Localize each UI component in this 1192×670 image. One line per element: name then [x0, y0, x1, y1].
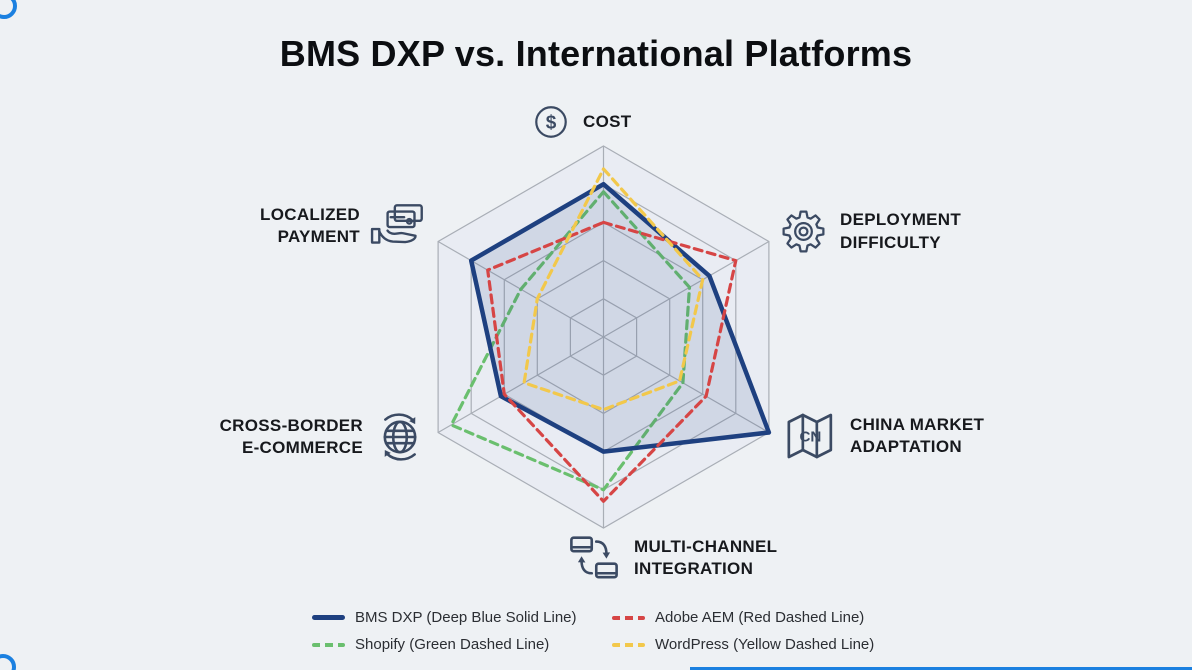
legend-swatch-dashed-yellow [612, 642, 645, 647]
axis-text: DIFFICULTY [840, 232, 941, 252]
dollar-circle-icon: $ [535, 106, 567, 138]
globe-sync-icon [383, 413, 417, 461]
bottom-edge-accent [690, 667, 1192, 670]
axis-text: PAYMENT [277, 227, 360, 246]
axis-label-deployment-difficulty: DEPLOYMENT DIFFICULTY [780, 208, 961, 255]
payment-hand-icon [370, 204, 423, 244]
legend-swatch-dashed-green [312, 642, 345, 647]
axis-text: CHINA MARKET [850, 414, 985, 434]
axis-label-multi-channel-integration: MULTI-CHANNEL INTEGRATION [568, 533, 777, 583]
axis-spoke-china-market-adaptation [603, 336, 770, 434]
chart-legend: BMS DXP (Deep Blue Solid Line) Adobe AEM… [312, 609, 880, 653]
axis-label-china-market-adaptation: CN CHINA MARKET ADAPTATION [783, 408, 984, 464]
legend-swatch-solid-blue [312, 614, 345, 621]
legend-item-shopify: Shopify (Green Dashed Line) [312, 636, 612, 653]
axis-spoke-deployment-difficulty [603, 240, 770, 338]
legend-label: BMS DXP (Deep Blue Solid Line) [355, 609, 577, 626]
sync-devices-icon [570, 536, 618, 579]
page-title: BMS DXP vs. International Platforms [279, 33, 913, 74]
legend-item-bms-dxp: BMS DXP (Deep Blue Solid Line) [312, 609, 612, 626]
series-polygon-shopify [449, 190, 692, 492]
legend-swatch-dashed-red [612, 615, 645, 620]
legend-label: Adobe AEM (Red Dashed Line) [655, 609, 865, 626]
axis-text: LOCALIZED [260, 204, 360, 224]
axis-text: E-COMMERCE [241, 438, 363, 457]
china-map-icon: CN [787, 413, 833, 459]
axis-text: MULTI-CHANNEL [634, 536, 778, 556]
axis-spoke-cross-border-ecommerce [437, 336, 604, 434]
legend-item-wordpress: WordPress (Yellow Dashed Line) [612, 636, 880, 653]
axis-label-cross-border-ecommerce: CROSS-BORDER E-COMMERCE [210, 410, 427, 464]
series-polygon-bms-dxp [468, 181, 772, 454]
svg-text:CN: CN [799, 428, 821, 445]
axis-text: DEPLOYMENT [840, 210, 962, 230]
axis-text: ADAPTATION [850, 437, 962, 456]
axis-text: COST [583, 111, 632, 131]
series-polygon-adobe-aem [486, 220, 738, 503]
axis-text: CROSS-BORDER [219, 415, 363, 435]
legend-label: Shopify (Green Dashed Line) [355, 636, 550, 653]
series-polygon-wordpress [522, 167, 705, 412]
svg-text:$: $ [546, 113, 557, 134]
legend-item-adobe-aem: Adobe AEM (Red Dashed Line) [612, 609, 880, 626]
corner-accent-bottom-left [0, 654, 16, 670]
corner-accent-top-left [0, 0, 17, 19]
axis-label-localized-payment: LOCALIZED PAYMENT [223, 203, 430, 249]
legend-label: WordPress (Yellow Dashed Line) [655, 636, 875, 653]
gear-icon [782, 210, 825, 253]
axis-text: INTEGRATION [634, 559, 754, 578]
axis-label-cost: $ COST [532, 103, 631, 141]
